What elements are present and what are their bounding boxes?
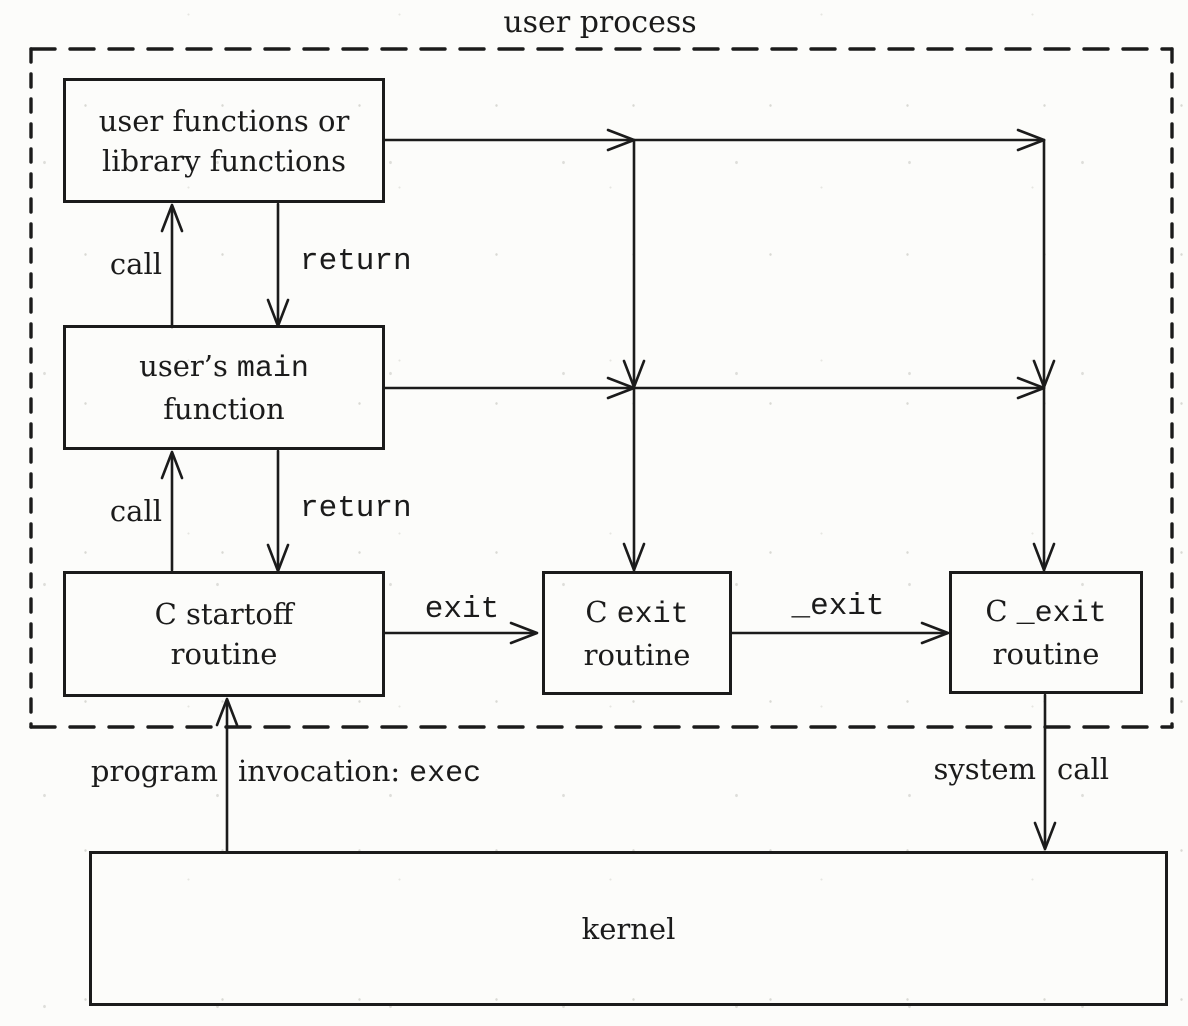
box-c-uexit: C_exit routine: [949, 571, 1143, 694]
label-system-word: system: [933, 752, 1036, 786]
label-call-upper: call: [109, 247, 162, 281]
box-c-uexit-line1: C_exit: [985, 591, 1106, 634]
box-users-main-text: user’s: [139, 349, 228, 383]
box-user-functions: user functions or library functions: [63, 78, 385, 203]
box-c-exit-line2: routine: [583, 637, 691, 672]
arrowhead-up-program-invocation: [215, 697, 239, 727]
box-user-functions-line2: library functions: [101, 143, 346, 178]
arrowhead-down-system-call: [1033, 821, 1057, 851]
arrowhead-up-call-upper: [160, 203, 184, 233]
arrowhead-right-exit: [509, 621, 539, 645]
box-c-startoff: C startoff routine: [63, 571, 385, 697]
label-program-word: program: [90, 754, 218, 788]
box-c-uexit-text: C: [985, 594, 1008, 628]
label-invocation-word: invocation:: [238, 754, 401, 788]
label-invocation: invocation:exec: [238, 754, 481, 791]
arrowhead-down-junction1: [622, 359, 646, 389]
box-c-exit-code: exit: [616, 597, 689, 632]
box-kernel-label: kernel: [581, 911, 676, 946]
arrowhead-down-into-cuexit: [1032, 542, 1056, 572]
box-kernel: kernel: [89, 851, 1168, 1006]
box-user-functions-line1: user functions or: [98, 103, 350, 138]
arrowhead-right-corner-top: [1016, 128, 1046, 152]
arrowhead-down-into-cexit: [622, 542, 646, 572]
label-uexit: _exit: [791, 589, 885, 624]
arrowhead-right-uexit: [920, 621, 950, 645]
box-c-uexit-line2: routine: [992, 637, 1100, 671]
box-c-startoff-line1: C startoff: [154, 597, 294, 631]
label-return-upper: return: [300, 244, 412, 279]
box-c-startoff-line2: routine: [170, 637, 278, 671]
label-syscall-word: call: [1057, 752, 1110, 786]
box-users-main-line2: function: [163, 392, 285, 426]
arrowhead-up-call-lower: [160, 450, 184, 480]
box-c-exit-text: C: [585, 594, 608, 629]
label-return-lower: return: [300, 491, 412, 526]
box-users-main-code: main: [236, 352, 309, 386]
box-c-uexit-code: _exit: [1016, 597, 1107, 631]
label-exec-code: exec: [409, 757, 482, 791]
diagram-title: user process: [503, 5, 697, 40]
label-exit: exit: [424, 592, 500, 627]
arrowhead-down-junction2: [1032, 359, 1056, 389]
arrowhead-right-junction1-top: [606, 128, 636, 152]
label-call-lower: call: [109, 494, 162, 528]
